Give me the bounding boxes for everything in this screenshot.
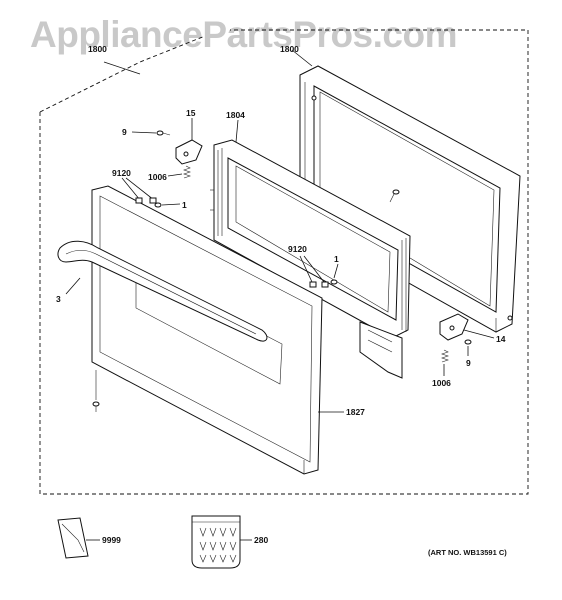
label-9999: 9999 (102, 535, 121, 545)
clips-right (299, 255, 339, 288)
label-9-top: 9 (122, 127, 127, 137)
label-1006-left: 1006 (148, 172, 167, 182)
spring-left (167, 165, 191, 179)
label-15: 15 (186, 108, 196, 118)
assembly-boundary-diagonal (39, 35, 206, 113)
label-14: 14 (496, 334, 506, 344)
label-1006-right: 1006 (432, 378, 451, 388)
hinge-left (175, 118, 203, 165)
leader-line (103, 61, 141, 75)
label-1-left: 1 (182, 200, 187, 210)
label-1804: 1804 (226, 110, 245, 120)
owner-manual-icon (57, 517, 100, 559)
label-9-right: 9 (466, 358, 471, 368)
screw-top (131, 130, 171, 136)
label-1800-frame: 1800 (280, 44, 299, 54)
label-1800-top: 1800 (88, 44, 107, 54)
watermark-logo: AppliancePartsPros.com (30, 14, 457, 55)
hardware-kit-bag-icon (191, 515, 252, 569)
label-280: 280 (254, 535, 268, 545)
label-1827: 1827 (346, 407, 365, 417)
label-9120-left: 9120 (112, 168, 131, 178)
label-1-right: 1 (334, 254, 339, 264)
inner-door-frame (210, 119, 411, 379)
door-handle (57, 240, 268, 342)
label-9120-right: 9120 (288, 244, 307, 254)
label-3: 3 (56, 294, 61, 304)
screw-frame (389, 189, 400, 203)
outer-door-panel (91, 185, 323, 475)
art-number: (ART NO. WB13591 C) (428, 548, 507, 557)
assembly-boundary (39, 29, 529, 495)
screw-bottom (92, 401, 100, 412)
clips-left (121, 177, 181, 208)
hinge-right (439, 313, 495, 341)
spring-right (441, 349, 449, 376)
screw-right (464, 339, 472, 356)
